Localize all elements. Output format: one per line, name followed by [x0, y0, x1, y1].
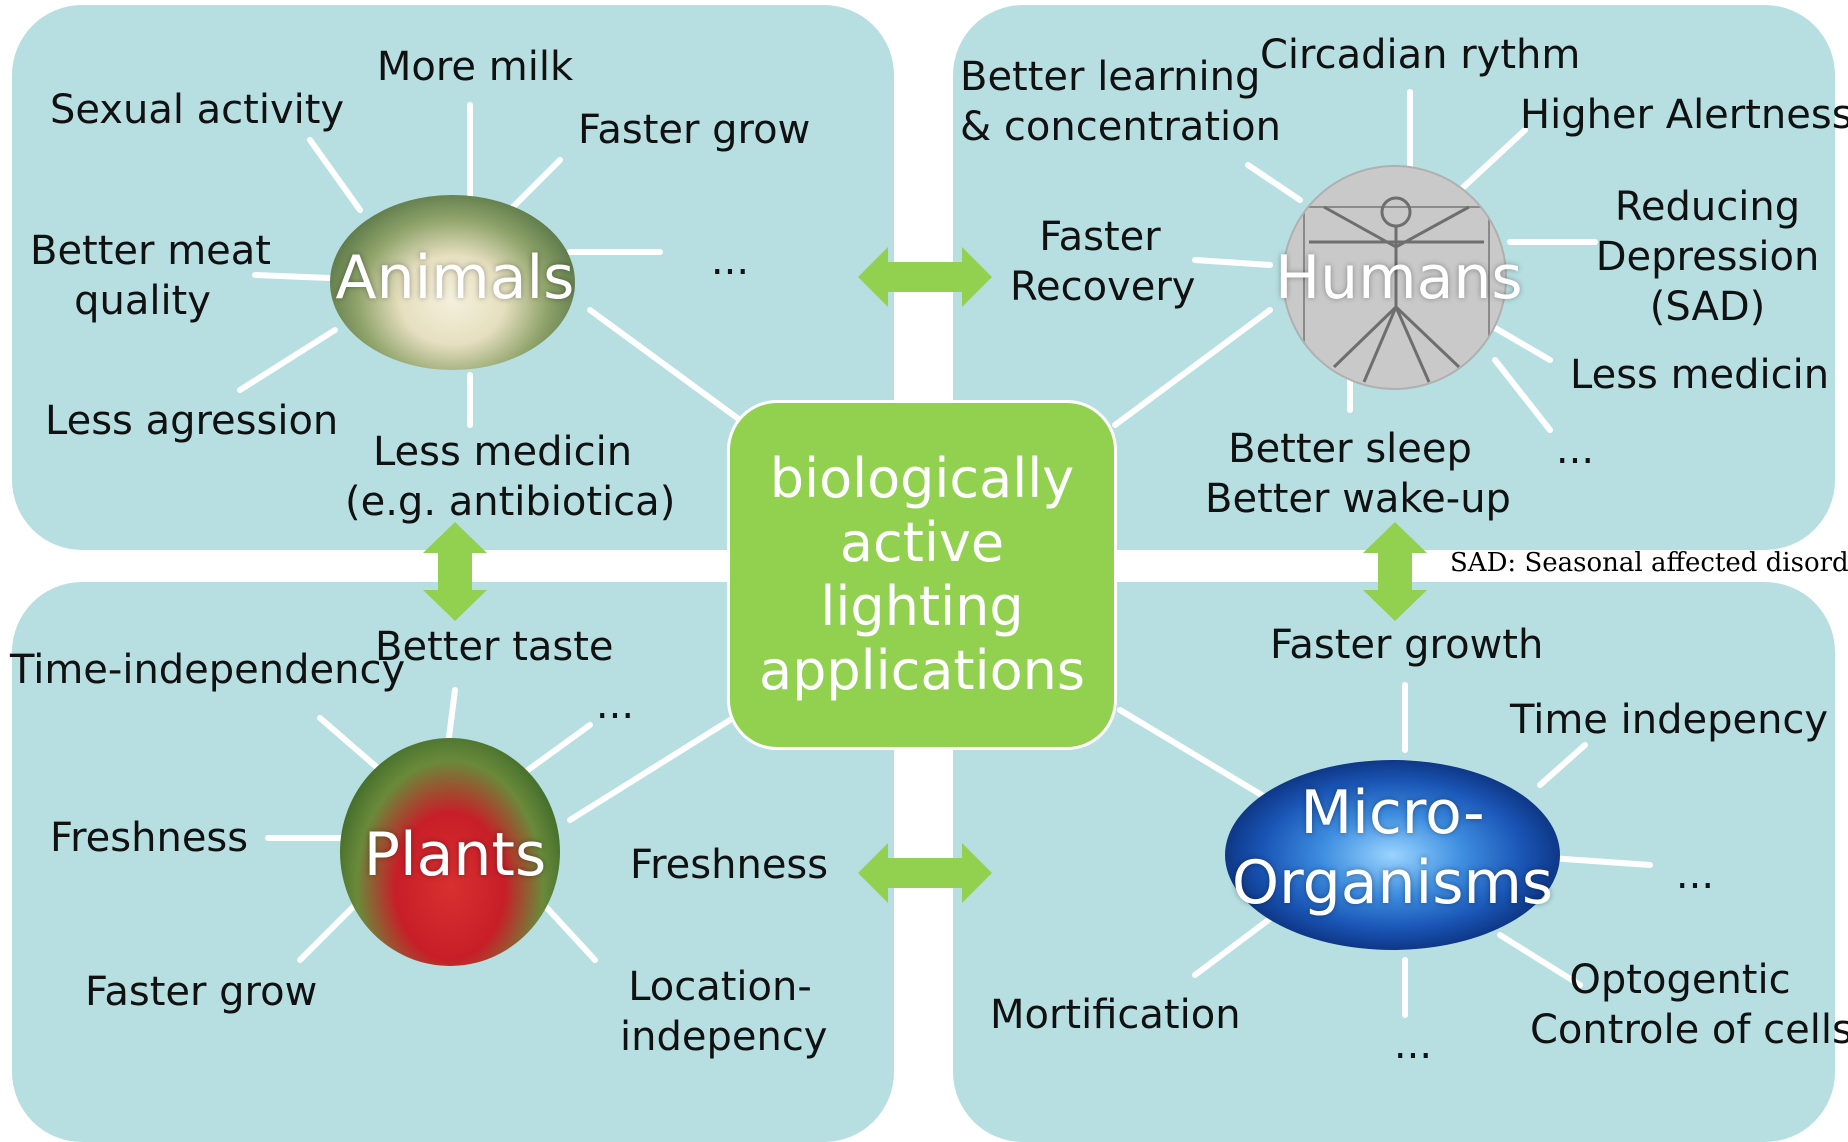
label-line: Controle of cells: [1530, 1007, 1848, 1053]
label-better-taste: Better taste: [375, 624, 614, 670]
micro-organisms-title-line: Micro-: [1300, 778, 1485, 848]
label-line: Better wake-up: [1205, 476, 1511, 522]
center-line: lighting: [820, 575, 1024, 638]
label-higher-alertness: Higher Alertness: [1520, 92, 1848, 138]
label-line: Optogentic: [1569, 957, 1791, 1003]
animals-photo: [330, 195, 575, 370]
center-line: applications: [758, 639, 1085, 702]
connector-line: [1117, 707, 1273, 803]
label-line: Depression: [1595, 234, 1820, 280]
label-ellipsis: ...: [1675, 852, 1715, 898]
label-faster-grow: Faster grow: [578, 107, 811, 153]
connector-line: [237, 327, 338, 393]
label-better-learning: Better learning & concentration: [960, 52, 1281, 152]
label-location-indepency: Location- indepency: [620, 962, 828, 1062]
label-less-medicin: Less medicin (e.g. antibiotica): [345, 427, 676, 527]
connector-line: [507, 157, 563, 213]
label-reducing-depression: Reducing Depression (SAD): [1595, 182, 1820, 332]
connector-line: [1245, 162, 1303, 203]
connector-line: [445, 687, 458, 748]
double-arrow-vertical-right: [1363, 522, 1427, 621]
label-less-agression: Less agression: [45, 398, 339, 444]
label-line: Faster: [1039, 214, 1161, 260]
label-more-milk: More milk: [376, 44, 574, 90]
label-faster-recovery: Faster Recovery: [1010, 212, 1196, 312]
label-line: Reducing: [1614, 184, 1801, 230]
double-arrow-horizontal-bottom: [858, 843, 992, 903]
micro-organisms-title: Micro- Organisms: [1225, 778, 1560, 918]
label-line: (SAD): [1649, 284, 1766, 330]
label-optogentic: Optogentic Controle of cells: [1530, 955, 1848, 1055]
label-time-independency: Time-independency: [10, 647, 406, 693]
center-line: biologically: [769, 447, 1075, 510]
label-freshness-right: Freshness: [630, 842, 829, 888]
connector-line: [1492, 357, 1553, 433]
label-mortification: Mortification: [990, 992, 1241, 1038]
connector-line: [1452, 127, 1528, 198]
humans-title: Humans: [1275, 243, 1523, 313]
micro-organisms-title-line: Organisms: [1231, 848, 1554, 918]
connector-line: [1547, 855, 1653, 868]
label-better-meat-quality: Better meat quality: [30, 226, 271, 326]
plants-title: Plants: [363, 820, 547, 890]
double-arrow-vertical-left: [423, 522, 487, 621]
footnote: SAD: Seasonal affected disorder: [1450, 548, 1848, 578]
plants-photo: [340, 738, 560, 966]
connector-line: [587, 307, 743, 423]
label-less-medicin-humans: Less medicin: [1570, 352, 1830, 398]
double-arrow-horizontal-top: [858, 247, 992, 307]
connector-line: [252, 272, 333, 281]
label-line: Better learning: [960, 54, 1261, 100]
label-line: Location-: [628, 964, 812, 1010]
label-line: Recovery: [1010, 264, 1196, 310]
label-ellipsis: ...: [595, 682, 635, 728]
connector-line: [1537, 742, 1588, 788]
label-line: Less medicin: [372, 429, 633, 475]
center-box: biologically active lighting application…: [727, 400, 1117, 750]
label-line: Better meat: [30, 228, 271, 274]
connector-line: [1112, 307, 1273, 428]
label-line: Better sleep: [1228, 426, 1472, 472]
connector-line: [1487, 322, 1553, 363]
connector-line: [1192, 912, 1278, 978]
label-line: (e.g. antibiotica): [345, 479, 676, 525]
connector-line: [1497, 932, 1583, 988]
connector-line: [1192, 257, 1273, 268]
connector-line: [307, 137, 363, 213]
connector-lines: [237, 89, 1653, 1018]
connector-line: [317, 715, 383, 773]
label-ellipsis: ...: [1393, 1022, 1433, 1068]
label-line: & concentration: [960, 104, 1281, 150]
label-faster-growth: Faster growth: [1270, 622, 1544, 668]
label-line: indepency: [620, 1014, 828, 1060]
label-line: quality: [74, 278, 211, 324]
label-faster-grow-plants: Faster grow: [85, 969, 318, 1015]
label-time-indepency: Time indepency: [1510, 697, 1829, 743]
animals-title: Animals: [335, 243, 575, 313]
micro-organisms-photo: [1225, 760, 1560, 950]
label-better-sleep: Better sleep Better wake-up: [1205, 424, 1511, 524]
label-freshness-left: Freshness: [50, 815, 249, 861]
label-ellipsis: ...: [1555, 427, 1595, 473]
vitruvian-man-icon: [1303, 196, 1490, 388]
connector-line: [567, 717, 733, 823]
label-ellipsis: ...: [710, 238, 750, 284]
label-circadian-rythm: Circadian rythm: [1260, 32, 1581, 78]
center-line: active: [839, 511, 1005, 574]
connector-line: [525, 722, 593, 773]
label-sexual-activity: Sexual activity: [50, 87, 345, 133]
humans-drawing: [1282, 165, 1507, 390]
